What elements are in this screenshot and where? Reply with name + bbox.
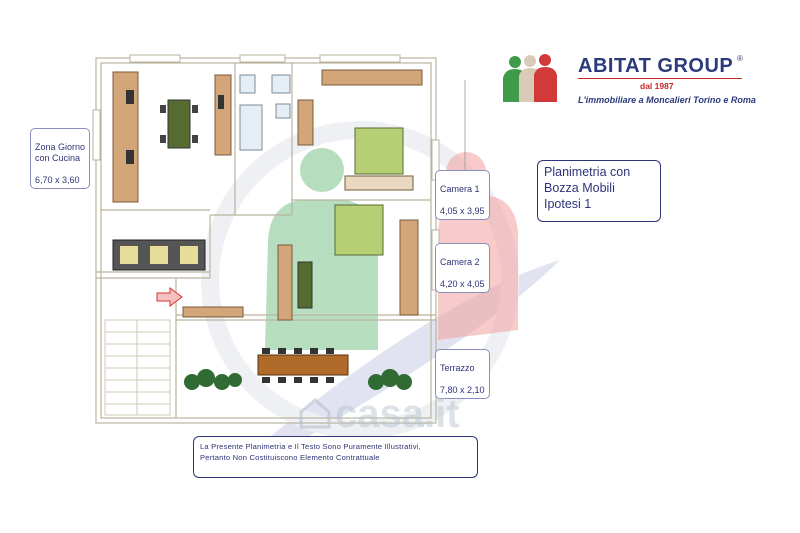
registered-mark: ® bbox=[737, 54, 743, 63]
room-label-terrace: Terrazzo 7,80 x 2,10 bbox=[435, 349, 490, 399]
bedroom-1-furniture bbox=[321, 69, 423, 191]
room-name: Terrazzo bbox=[440, 363, 475, 373]
house-icon bbox=[299, 398, 331, 429]
room-label-bedroom-1: Camera 1 4,05 x 3,95 bbox=[435, 170, 490, 220]
disclaimer-box: La Presente Planimetria e Il Testo Sono … bbox=[193, 436, 478, 478]
brand-since: dal 1987 bbox=[640, 81, 674, 91]
room-label-bedroom-2: Camera 2 4,20 x 4,05 bbox=[435, 243, 490, 293]
room-size: 4,20 x 4,05 bbox=[440, 279, 485, 289]
staircase bbox=[104, 319, 171, 416]
terrace-plants bbox=[184, 369, 412, 390]
abitat-logo-icon bbox=[503, 54, 557, 102]
plan-info-box: Planimetria con Bozza Mobili Ipotesi 1 bbox=[537, 160, 661, 222]
dining-table bbox=[160, 99, 198, 149]
hall-console bbox=[182, 306, 244, 318]
room-size: 7,80 x 2,10 bbox=[440, 385, 485, 395]
sofa bbox=[112, 239, 206, 271]
brand-tagline: L'immobiliare a Moncalieri Torino e Roma bbox=[578, 95, 756, 105]
room-label-living-kitchen: Zona Giorno con Cucina 6,70 x 3,60 bbox=[30, 128, 91, 189]
room-name: Zona Giorno con Cucina bbox=[35, 142, 86, 163]
brand-divider bbox=[578, 78, 742, 79]
brand-name: ABITAT GROUP bbox=[578, 55, 734, 77]
bedroom-2-furniture bbox=[277, 204, 419, 321]
casa-watermark: casa.it bbox=[335, 392, 460, 436]
room-name: Camera 2 bbox=[440, 257, 480, 267]
entrance-arrow-icon bbox=[156, 287, 183, 307]
kitchen-cabinets bbox=[112, 71, 232, 203]
room-size: 6,70 x 3,60 bbox=[35, 175, 80, 185]
room-size: 4,05 x 3,95 bbox=[440, 206, 485, 216]
terrace-table bbox=[257, 348, 349, 383]
room-name: Camera 1 bbox=[440, 184, 480, 194]
bathroom-fixtures bbox=[239, 74, 314, 151]
